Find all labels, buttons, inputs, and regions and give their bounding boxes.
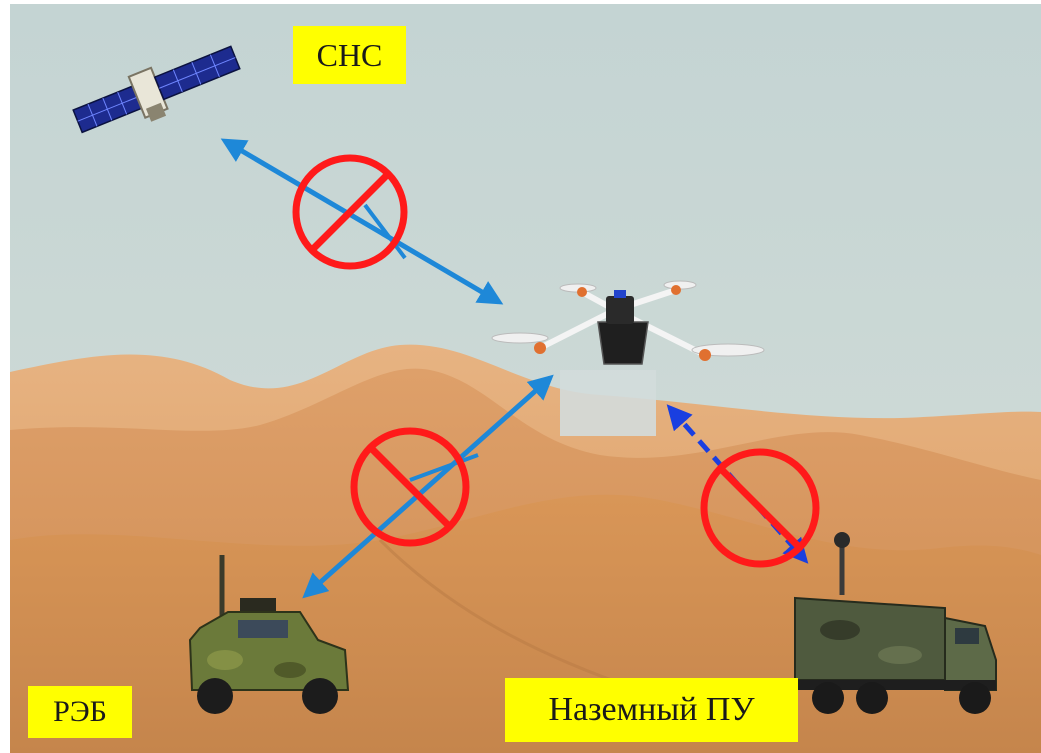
drone-gps-module [614,290,626,298]
prohibition-sign-icon [700,448,820,568]
image-patch [560,370,656,436]
motor-rear-left [577,287,587,297]
electronic-warfare-label: РЭБ [28,686,132,738]
ground-control-label: Наземный ПУ [505,678,798,742]
ew-link-arrow [302,374,554,599]
truck-cargo-box [794,596,946,681]
jeep-window [238,620,288,638]
prohibition-sign-icon [292,154,408,270]
jeep-wheel-rear [197,678,233,714]
motor-front-left [534,342,546,354]
jeep-wheel-front [302,678,338,714]
ew-link [302,374,554,599]
drone-battery-body [597,321,649,365]
quadcopter-drone-icon [491,280,765,436]
satellite-link-break [363,203,407,260]
satellite-icon [72,45,241,134]
solar-panel-left [72,85,143,134]
propeller-front-left [491,332,549,344]
jeep-turret [240,598,276,614]
truck-window [955,628,979,644]
truck-mast-head [834,532,850,548]
prohibition-sign-icon [350,427,470,547]
solar-panel-right [153,45,241,101]
motor-front-right [699,349,711,361]
truck-wheel [959,682,991,714]
satellite-link [220,138,504,305]
satellite-link-arrow [220,138,504,305]
jeep-body [188,611,350,691]
ew-link-break [409,453,479,482]
drone-top-body [606,296,634,324]
military-truck-icon [794,532,997,714]
truck-wheel [856,682,888,714]
satellite-base [145,102,167,122]
truck-wheel [812,682,844,714]
armored-jeep-icon [188,555,350,714]
satellite-system-label: СНС [293,26,406,84]
motor-rear-right [671,285,681,295]
